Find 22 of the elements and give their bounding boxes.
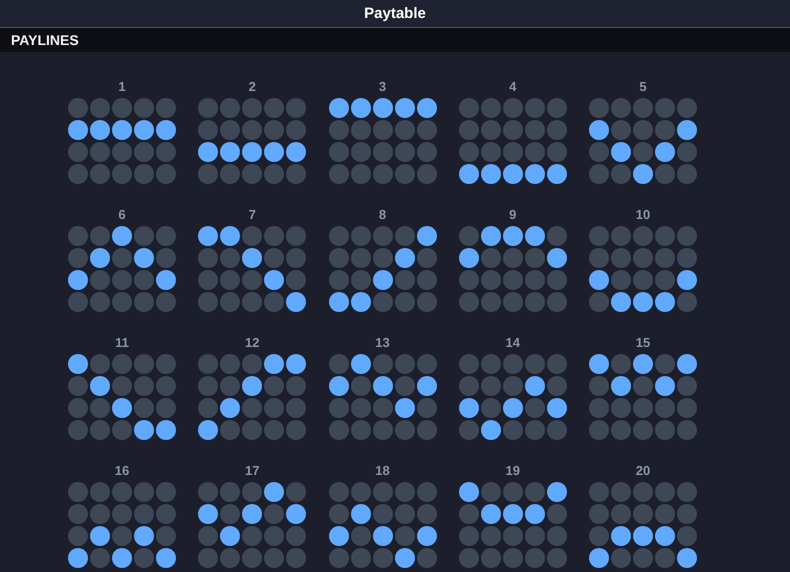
section-heading: PAYLINES [11, 32, 79, 48]
payline-number: 8 [378, 207, 386, 222]
payline-number: 5 [639, 79, 647, 94]
payline-number: 7 [248, 207, 256, 222]
payline-number: 17 [245, 463, 260, 478]
payline-number: 19 [506, 463, 520, 478]
payline-number: 2 [248, 79, 256, 94]
payline-number: 9 [509, 207, 516, 222]
payline-number: 10 [636, 207, 650, 222]
payline-number: 3 [378, 79, 386, 94]
payline-number: 11 [115, 335, 129, 350]
payline-number: 15 [636, 335, 650, 350]
payline-number: 14 [506, 335, 520, 350]
page-title: Paytable [364, 5, 426, 22]
payline-number: 12 [245, 335, 260, 350]
payline-number: 6 [118, 207, 126, 222]
payline-number: 1 [118, 79, 126, 94]
payline-number: 13 [375, 335, 390, 350]
payline-number: 16 [114, 463, 130, 478]
payline-number: 18 [375, 463, 390, 478]
payline-number: 20 [636, 463, 650, 478]
payline-number: 4 [509, 79, 516, 94]
